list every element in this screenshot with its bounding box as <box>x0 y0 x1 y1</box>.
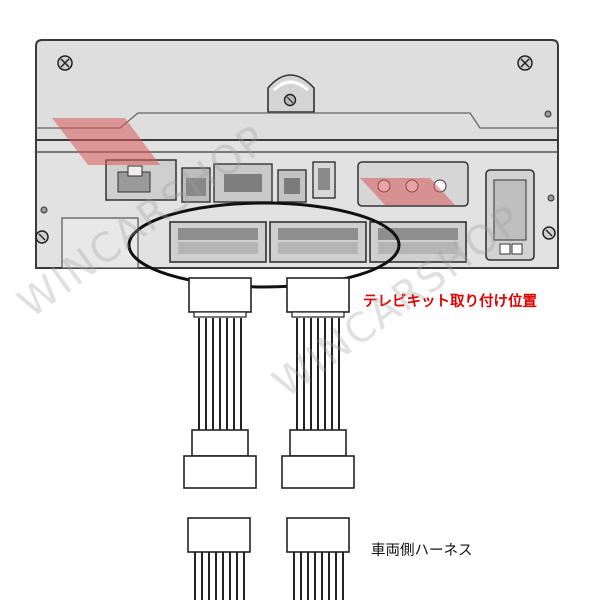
screw-icon <box>542 226 556 240</box>
tv-kit-harness-left <box>183 277 257 489</box>
vehicle-harness-label: 車両側ハーネス <box>371 543 473 559</box>
vehicle-harness-left <box>187 517 251 600</box>
connector-small-1 <box>105 159 177 201</box>
screw-icon <box>35 230 49 244</box>
connector-side-vertical <box>485 169 535 261</box>
connector-small-2 <box>181 167 211 203</box>
install-position-highlight <box>127 201 401 289</box>
connector-large-left <box>169 221 267 263</box>
install-position-label: テレビキット取り付け位置 <box>363 294 537 310</box>
vehicle-harness-right <box>286 517 350 600</box>
connector-small-3 <box>213 163 273 203</box>
connector-small-5 <box>312 161 336 199</box>
mounting-bracket <box>267 74 315 113</box>
screw-icon <box>57 55 73 71</box>
screw-icon <box>517 55 533 71</box>
tv-kit-harness-right <box>281 277 355 489</box>
navigation-unit-body <box>35 39 559 269</box>
connector-large-right <box>369 221 467 263</box>
connector-small-4 <box>277 169 307 203</box>
watermark-chevron-icon <box>52 118 455 205</box>
connector-large-middle <box>269 221 367 263</box>
